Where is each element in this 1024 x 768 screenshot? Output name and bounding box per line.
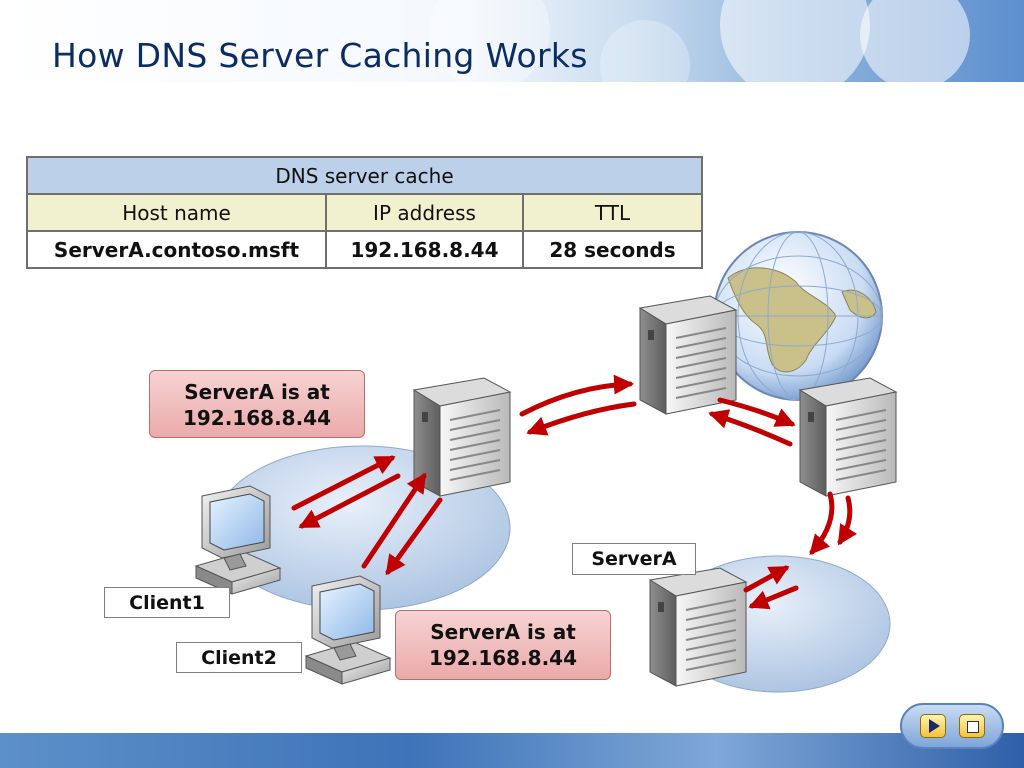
cell-ttl: 28 seconds	[522, 230, 703, 269]
response-arrow-root	[526, 401, 637, 436]
header-ttl: TTL	[522, 193, 703, 232]
query-arrow-root	[519, 374, 634, 417]
cell-host-name: ServerA.contoso.msft	[26, 230, 327, 269]
query-arrow-client2	[361, 472, 427, 569]
client2-computer-icon	[305, 575, 391, 685]
footer-band	[0, 733, 1024, 768]
response-arrow-servera-host	[748, 585, 799, 610]
callout-line2: 192.168.8.44	[428, 646, 578, 670]
header-host-name: Host name	[26, 193, 327, 232]
servera-server-icon	[649, 567, 747, 687]
decor-bubble	[860, 0, 970, 82]
client1-computer-icon	[195, 485, 281, 595]
header-ip-address: IP address	[325, 193, 524, 232]
query-arrow-servera-host	[743, 565, 790, 593]
client2-label: Client2	[176, 642, 302, 673]
decor-bubble	[430, 0, 550, 82]
callout-line2: 192.168.8.44	[182, 406, 332, 430]
authoritative-dns-server-icon	[799, 377, 897, 497]
response-arrow-client2	[385, 497, 443, 576]
cache-answer-callout-upper: ServerA is at 192.168.8.44	[149, 370, 365, 438]
page-title: How DNS Server Caching Works	[52, 36, 588, 75]
root-dns-server-icon	[639, 295, 737, 415]
query-arrow-servera	[809, 491, 835, 556]
dns-cache-table: DNS server cache Host name IP address TT…	[26, 156, 703, 269]
response-arrow-authoritative	[708, 409, 793, 447]
slide-nav-control	[900, 703, 1004, 749]
decor-bubble	[720, 0, 870, 82]
callout-line1: ServerA is at	[184, 380, 330, 404]
query-arrow-authoritative	[717, 397, 796, 427]
cache-answer-callout-lower: ServerA is at 192.168.8.44	[395, 610, 611, 680]
query-arrow-client1	[291, 455, 396, 511]
play-icon[interactable]	[920, 714, 946, 738]
client1-label: Client1	[104, 587, 230, 618]
servera-label: ServerA	[572, 543, 696, 575]
stop-icon[interactable]	[959, 714, 985, 738]
local-dns-server-icon	[413, 377, 511, 497]
header-band: How DNS Server Caching Works	[0, 0, 1024, 82]
response-arrow-client1	[298, 473, 401, 529]
table-caption: DNS server cache	[26, 156, 703, 195]
callout-line1: ServerA is at	[430, 620, 576, 644]
globe-icon	[713, 231, 883, 401]
cell-ip-address: 192.168.8.44	[325, 230, 524, 269]
response-arrow-servera	[837, 495, 858, 546]
